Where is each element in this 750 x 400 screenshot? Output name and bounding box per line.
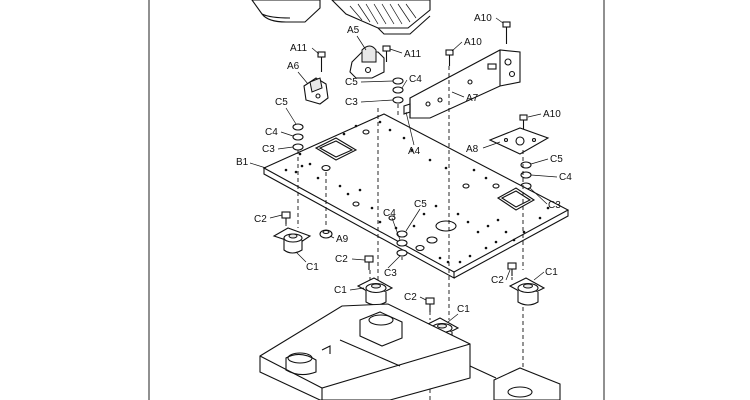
label-c3-left: C3: [262, 144, 275, 155]
a10-bolt-top: [502, 21, 511, 44]
label-a6: A6: [287, 61, 300, 72]
label-c1-bottom: C1: [457, 304, 470, 315]
c2-bolt-bottom: [425, 297, 435, 312]
label-c2-right: C2: [491, 275, 504, 286]
bottom-frame-assembly: [259, 303, 561, 400]
label-c2-center: C2: [335, 254, 348, 265]
label-a8: A8: [466, 144, 479, 155]
a11-bolt-left: [317, 51, 326, 72]
label-c4-top: C4: [409, 74, 422, 85]
washer-stack-top: [392, 77, 404, 104]
a8-plate-part: [488, 127, 550, 155]
c2-bolt-left: [281, 211, 291, 224]
top-cover-assembly: [251, 0, 431, 35]
label-a5: A5: [347, 25, 360, 36]
label-a4: A4: [408, 146, 421, 157]
washer-stack-center: [396, 230, 408, 257]
c2-bolt-right: [507, 262, 517, 276]
label-c3-center: C3: [384, 268, 397, 279]
b1-mounting-plate: [262, 113, 570, 279]
label-c2-left: C2: [254, 214, 267, 225]
label-c5-right: C5: [550, 154, 563, 165]
label-c1-right: C1: [545, 267, 558, 278]
label-c4-left: C4: [265, 127, 278, 138]
label-c1-center: C1: [334, 285, 347, 296]
leader-lines: [249, 17, 558, 323]
label-a11-right: A11: [404, 49, 421, 60]
washer-stack-left: [292, 123, 304, 151]
label-a10-right: A10: [543, 109, 561, 120]
label-a7: A7: [466, 93, 479, 104]
label-c2-bottom: C2: [404, 292, 417, 303]
label-a11-left: A11: [290, 43, 307, 54]
a9-part: [319, 229, 333, 239]
label-c3-right: C3: [548, 200, 561, 211]
a5-bracket-part: [349, 45, 385, 79]
washer-stack-right: [520, 161, 532, 190]
c1-mount-right: [508, 277, 546, 306]
label-c5-top: C5: [345, 77, 358, 88]
label-c4-right: C4: [559, 172, 572, 183]
label-a9: A9: [336, 234, 349, 245]
label-c5-left: C5: [275, 97, 288, 108]
label-b1: B1: [236, 157, 249, 168]
label-c5-center: C5: [414, 199, 427, 210]
label-c1-left: C1: [306, 262, 319, 273]
a6-bracket-part: [303, 77, 329, 105]
c1-mount-left: [272, 227, 312, 254]
label-c3-top: C3: [345, 97, 358, 108]
c2-bolt-center: [364, 255, 374, 270]
label-a10-top: A10: [474, 13, 492, 24]
label-a10-mid: A10: [464, 37, 482, 48]
c1-mount-center: [356, 277, 394, 306]
part-labels: A10 A5 A11 A11 A10 A6 C5 C4 C3 A7 C5 C4 …: [236, 13, 572, 315]
a10-bolt-mid: [445, 49, 454, 66]
a11-bolt-right: [382, 45, 391, 62]
label-c4-center: C4: [383, 208, 396, 219]
a7-bracket-part: [403, 49, 521, 119]
